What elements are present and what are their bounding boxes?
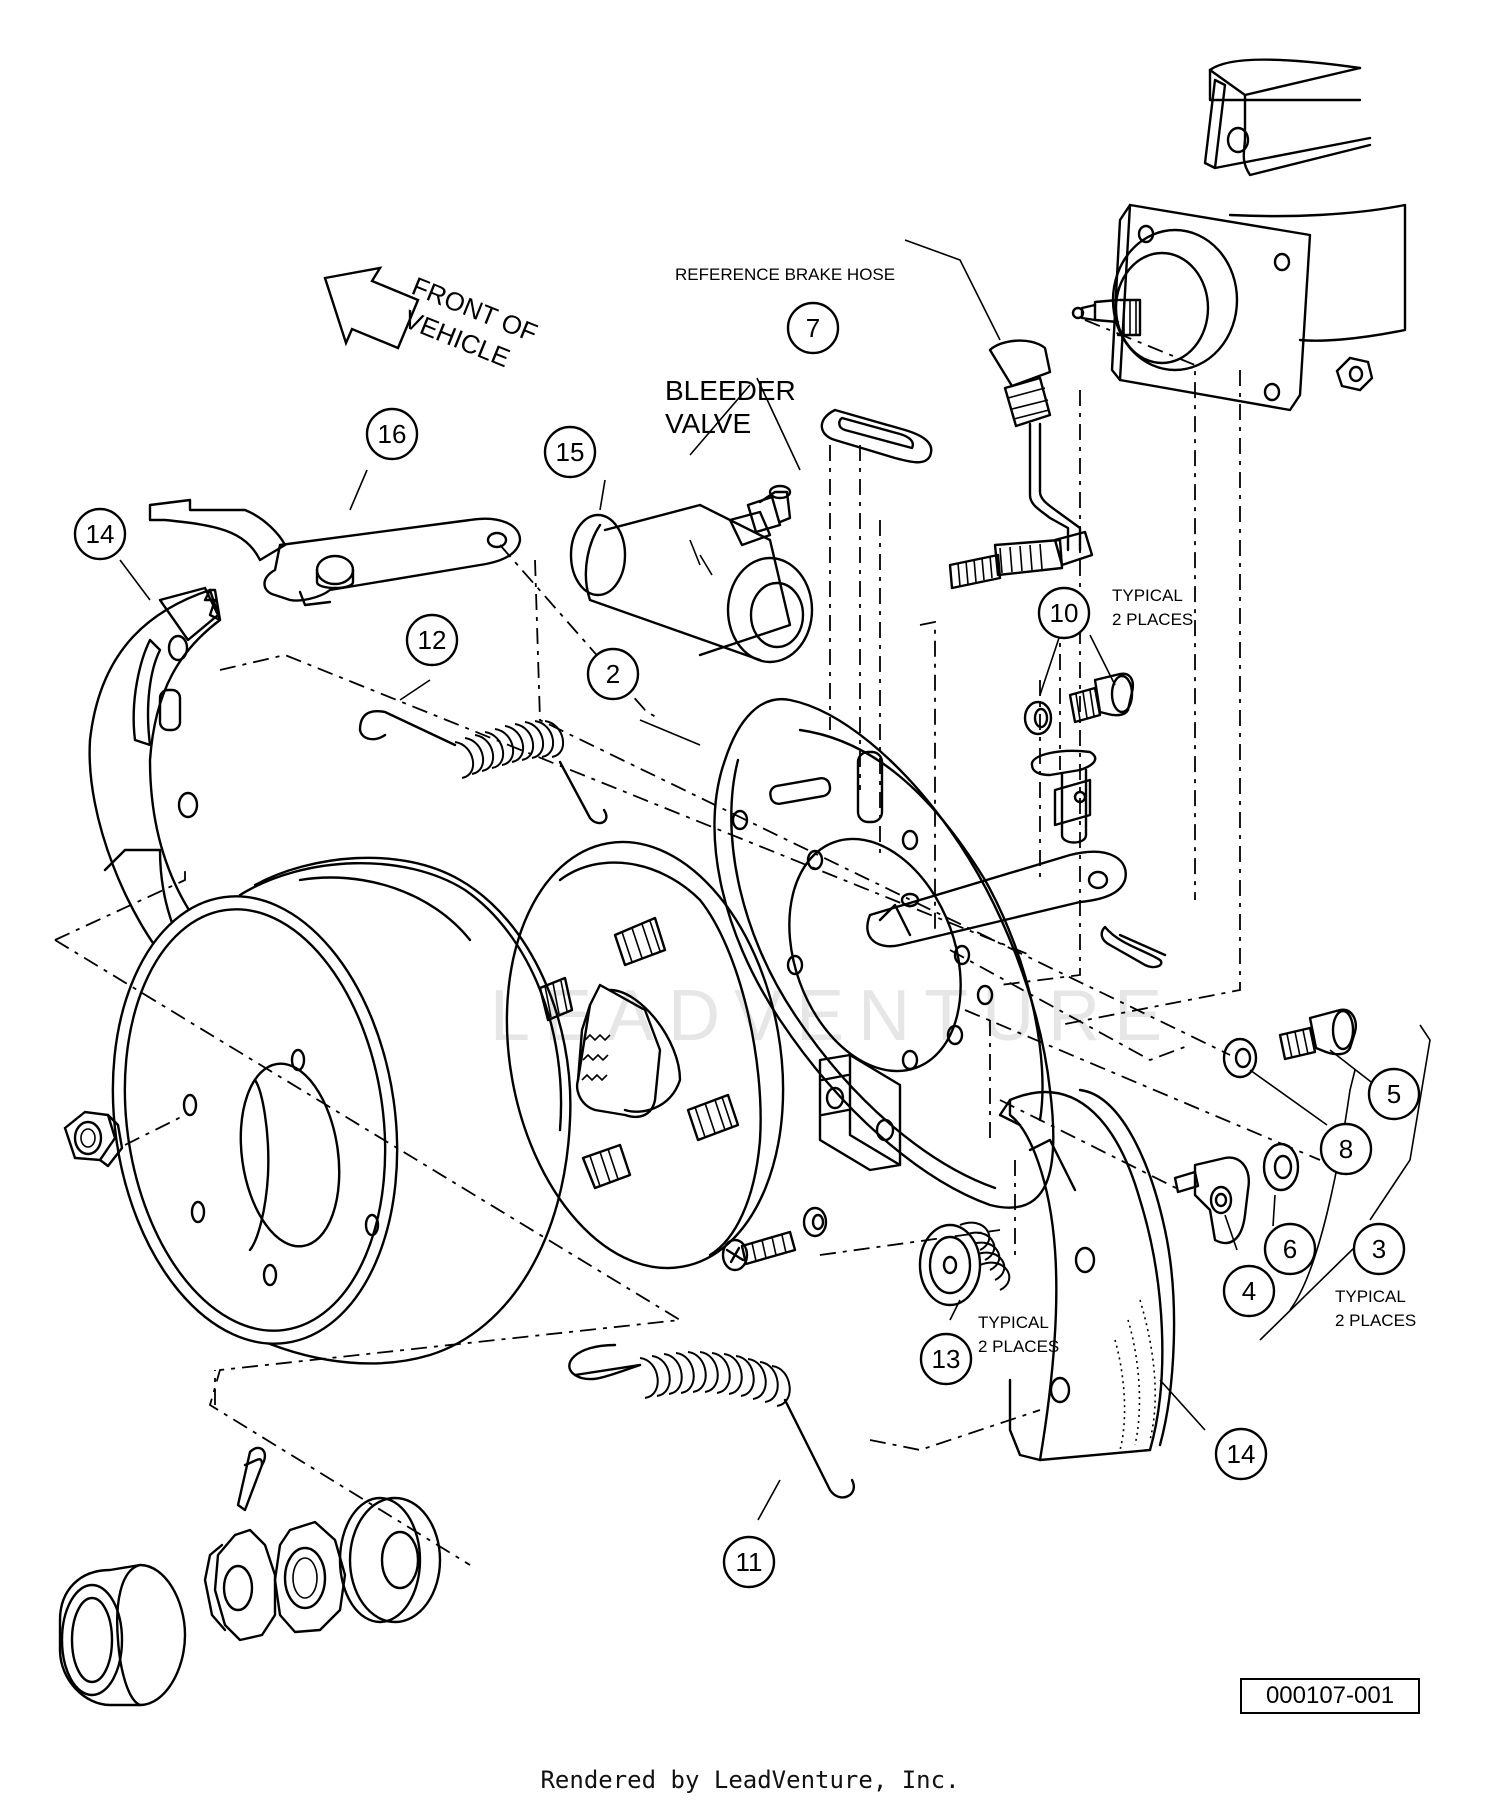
callout-12: 12 bbox=[405, 613, 459, 667]
svg-text:11: 11 bbox=[736, 1547, 763, 1577]
typical-label-13: TYPICAL bbox=[978, 1313, 1049, 1332]
callout-2: 2 bbox=[586, 647, 640, 701]
return-spring-upper bbox=[358, 709, 608, 825]
footer-credit: Rendered by LeadVenture, Inc. bbox=[540, 1766, 960, 1794]
svg-text:10: 10 bbox=[1050, 598, 1079, 628]
brake-shoe-right bbox=[998, 1088, 1176, 1462]
svg-text:13: 13 bbox=[932, 1344, 961, 1374]
callout-8: 8 bbox=[1319, 1122, 1373, 1176]
bleeder-valve-label-line1: BLEEDER bbox=[665, 375, 796, 406]
svg-text:14: 14 bbox=[1227, 1439, 1256, 1469]
wheel-cylinder bbox=[569, 484, 814, 664]
callout-14-upper: 14 bbox=[73, 507, 127, 561]
return-spring-lower bbox=[568, 1343, 855, 1499]
axle-nut-set bbox=[58, 1446, 442, 1707]
svg-text:14: 14 bbox=[86, 519, 115, 549]
callout-5: 5 bbox=[1367, 1067, 1421, 1121]
two-places-label-10: 2 PLACES bbox=[1112, 610, 1193, 629]
reference-brake-hose bbox=[948, 339, 1094, 590]
screw-washer-10 bbox=[1023, 672, 1134, 736]
watermark: LEADVENTURE bbox=[490, 976, 1176, 1056]
hold-down-spring bbox=[918, 1221, 1011, 1307]
reference-brake-hose-label: REFERENCE BRAKE HOSE bbox=[675, 265, 895, 284]
front-of-vehicle-arrow: FRONT OF VEHICLE bbox=[323, 266, 542, 373]
document-number: 000107-001 bbox=[1240, 1678, 1420, 1714]
axle-housing bbox=[1071, 58, 1407, 412]
two-places-label-3: 2 PLACES bbox=[1335, 1311, 1416, 1330]
callout-10: 10 bbox=[1037, 586, 1091, 640]
brake-drum bbox=[111, 856, 572, 1365]
boot-seal bbox=[820, 408, 933, 464]
svg-text:7: 7 bbox=[806, 313, 820, 343]
callout-3: 3 bbox=[1352, 1222, 1406, 1276]
callout-15: 15 bbox=[543, 425, 597, 479]
backing-plate bbox=[713, 697, 1055, 1209]
svg-text:5: 5 bbox=[1387, 1079, 1401, 1109]
typical-label-3: TYPICAL bbox=[1335, 1287, 1406, 1306]
parking-brake-lever bbox=[148, 498, 522, 607]
svg-text:12: 12 bbox=[418, 625, 447, 655]
callout-13: 13 bbox=[919, 1332, 973, 1386]
svg-text:4: 4 bbox=[1242, 1276, 1256, 1306]
alignment-lines bbox=[54, 319, 1321, 1566]
callout-11: 11 bbox=[722, 1535, 776, 1589]
two-places-label-13: 2 PLACES bbox=[978, 1337, 1059, 1356]
hold-down-pin bbox=[721, 1206, 828, 1272]
parking-lever-pin bbox=[866, 749, 1167, 969]
callout-16: 16 bbox=[365, 407, 419, 461]
callout-4: 4 bbox=[1222, 1264, 1276, 1318]
callout-6: 6 bbox=[1263, 1222, 1317, 1276]
wheel-hub bbox=[505, 840, 785, 1270]
typical-label-10: TYPICAL bbox=[1112, 586, 1183, 605]
svg-text:8: 8 bbox=[1339, 1134, 1353, 1164]
callout-7: 7 bbox=[786, 301, 840, 355]
callout-leaders bbox=[119, 239, 1431, 1521]
callout-14-lower: 14 bbox=[1214, 1427, 1268, 1481]
svg-text:15: 15 bbox=[556, 437, 585, 467]
svg-text:16: 16 bbox=[378, 419, 407, 449]
svg-text:3: 3 bbox=[1372, 1234, 1386, 1264]
bleeder-valve-label-line2: VALVE bbox=[665, 408, 751, 439]
svg-text:6: 6 bbox=[1283, 1234, 1297, 1264]
svg-text:2: 2 bbox=[606, 659, 620, 689]
lug-nut bbox=[63, 1110, 124, 1168]
